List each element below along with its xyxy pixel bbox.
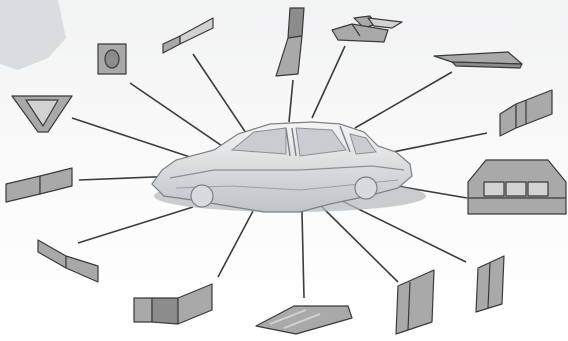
box-section-icon	[468, 160, 566, 214]
square-plate-icon	[98, 44, 126, 74]
